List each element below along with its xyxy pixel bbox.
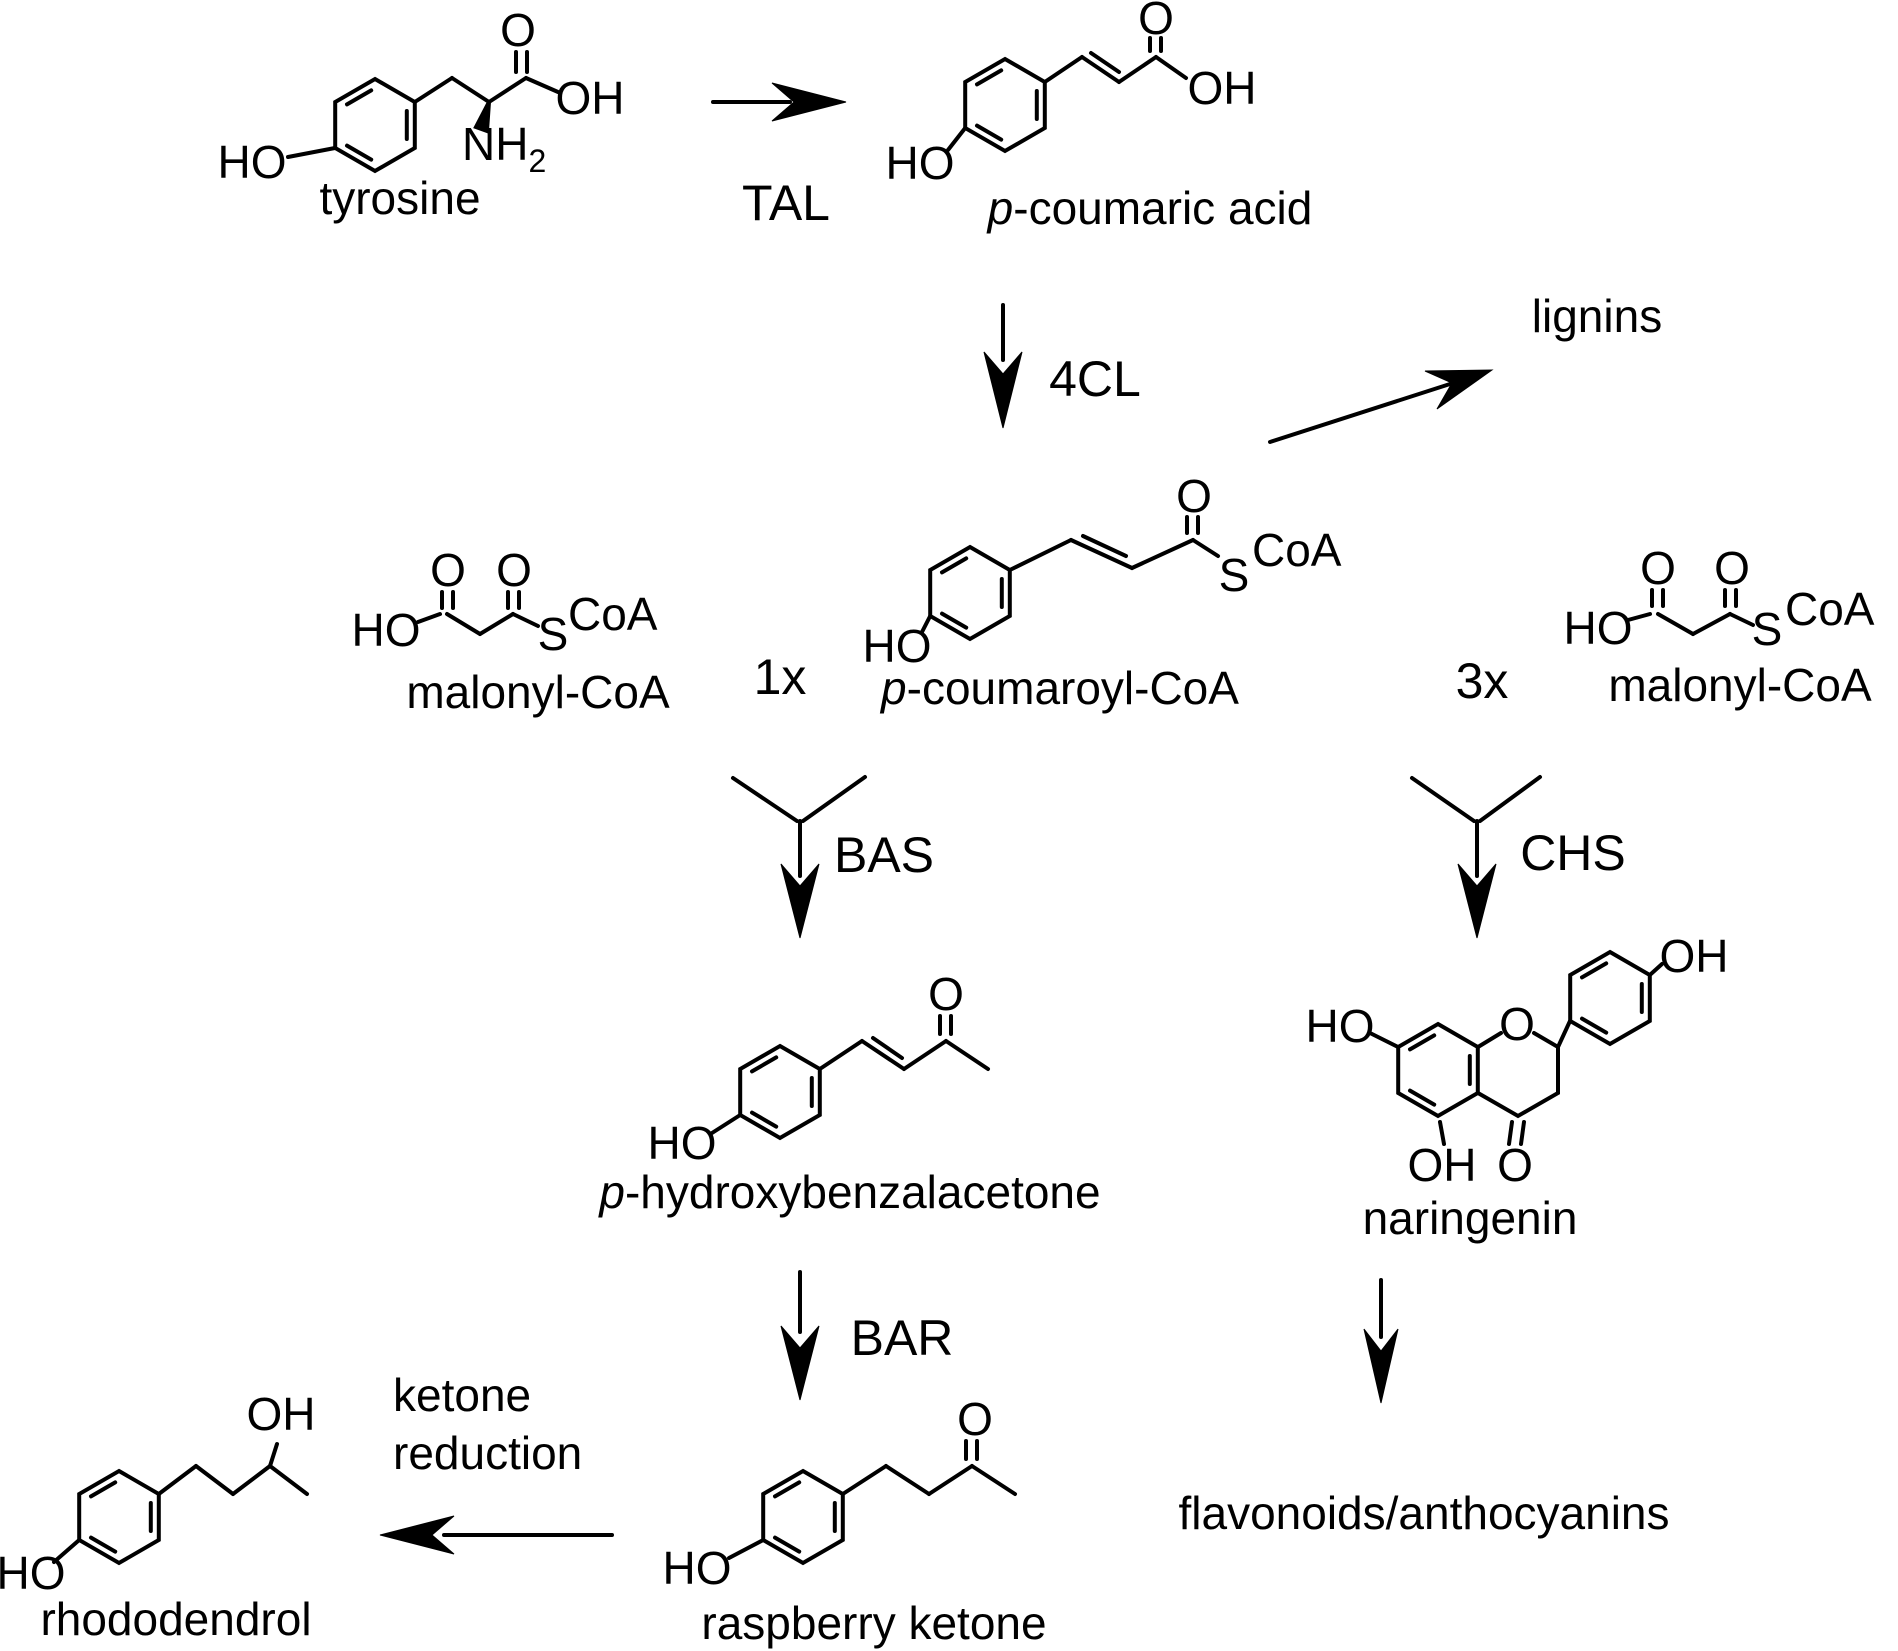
naringenin-structure <box>1368 950 1664 1146</box>
p-coumaroyl-coa-coa-label: CoA <box>1252 524 1342 576</box>
malonyl-coa-right-o2-label: O <box>1714 542 1750 594</box>
malonyl-coa-left-o2-label: O <box>496 544 532 596</box>
p-coumaroyl-coa-s-label: S <box>1219 549 1250 601</box>
naringenin-ring-o-label: O <box>1499 998 1535 1050</box>
rhododendrol-ho-label: HO <box>0 1547 66 1599</box>
raspberry-ketone-o-label: O <box>957 1393 993 1445</box>
malonyl-coa-left-o1-label: O <box>430 544 466 596</box>
malonyl-coa-right-structure <box>1626 588 1755 636</box>
p-coumaric-acid-structure <box>946 36 1188 153</box>
p-coumaroyl-coa-name: p-coumaroyl-CoA <box>879 662 1239 714</box>
naringenin-ho-label: HO <box>1306 1000 1375 1052</box>
naringenin-b-ring-oh-label: OH <box>1660 930 1729 982</box>
tyrosine-structure <box>286 50 560 173</box>
tyrosine-carbonyl-o-label: O <box>500 4 536 56</box>
malonyl-coa-left-s-label: S <box>538 608 569 660</box>
stoichiometry-1x-label: 1x <box>754 649 807 705</box>
atom-labels: HO O OH NH2 HO O OH HO O O S CoA HO O S … <box>0 0 1875 1599</box>
ketone-reduction-label-line2: reduction <box>393 1427 582 1479</box>
malonyl-coa-right-o1-label: O <box>1640 542 1676 594</box>
malonyl-coa-right-ho-label: HO <box>1564 602 1633 654</box>
malonyl-coa-left-coa-label: CoA <box>568 588 658 640</box>
malonyl-coa-right-s-label: S <box>1752 603 1783 655</box>
raspberry-ketone-structure <box>727 1439 1017 1565</box>
stereo-wedge-bond <box>473 101 491 134</box>
bar-enzyme-label: BAR <box>851 1310 954 1366</box>
flavonoids-arrow <box>1363 1278 1399 1404</box>
ketone-reduction-arrow <box>379 1515 614 1555</box>
p-hydroxybenzalacetone-name: p-hydroxybenzalacetone <box>597 1166 1100 1218</box>
p-hydroxybenzalacetone-ho-label: HO <box>648 1117 717 1169</box>
bar-arrow <box>780 1270 820 1401</box>
lignins-arrow <box>1268 369 1494 444</box>
chs-enzyme-label: CHS <box>1520 825 1626 881</box>
p-coumaric-acid-o-label: O <box>1138 0 1174 44</box>
raspberry-ketone-ho-label: HO <box>663 1542 732 1594</box>
stoichiometry-3x-label: 3x <box>1456 653 1509 709</box>
malonyl-coa-left-structure <box>416 590 540 636</box>
chs-arrow <box>1410 775 1542 939</box>
rhododendrol-structure <box>52 1442 309 1565</box>
p-coumaric-acid-oh-label: OH <box>1188 62 1257 114</box>
bas-arrow <box>731 775 867 939</box>
malonyl-coa-right-name: malonyl-CoA <box>1608 659 1872 711</box>
tyrosine-ho-label: HO <box>218 136 287 188</box>
p-coumaroyl-coa-o-label: O <box>1176 470 1212 522</box>
raspberry-ketone-name: raspberry ketone <box>701 1597 1046 1649</box>
lignins-label: lignins <box>1532 290 1662 342</box>
rhododendrol-oh-label: OH <box>247 1388 316 1440</box>
flavonoids-anthocyanins-label: flavonoids/anthocyanins <box>1179 1487 1670 1539</box>
compound-labels: tyrosine p-coumaric acid malonyl-CoA p-c… <box>40 172 1872 1649</box>
naringenin-c5-oh-label: OH <box>1408 1139 1477 1191</box>
tyrosine-oh-label: OH <box>556 72 625 124</box>
rhododendrol-name: rhododendrol <box>40 1593 311 1645</box>
p-coumaric-acid-ho-label: HO <box>886 137 955 189</box>
annotation-labels: TAL 4CL lignins 1x 3x BAS CHS BAR ketone… <box>393 175 1670 1539</box>
p-coumaroyl-coa-ho-label: HO <box>863 620 932 672</box>
malonyl-coa-left-name: malonyl-CoA <box>406 666 670 718</box>
malonyl-coa-right-coa-label: CoA <box>1785 583 1875 635</box>
p-hydroxybenzalacetone-structure <box>710 1014 990 1140</box>
p-coumaroyl-coa-structure <box>920 515 1220 641</box>
tal-arrow <box>711 82 847 122</box>
ketone-reduction-label-line1: ketone <box>393 1369 531 1421</box>
tyrosine-name: tyrosine <box>319 172 480 224</box>
naringenin-ketone-o-label: O <box>1497 1139 1533 1191</box>
malonyl-coa-left-ho-label: HO <box>352 604 421 656</box>
tal-enzyme-label: TAL <box>742 175 830 231</box>
4cl-enzyme-label: 4CL <box>1049 351 1141 407</box>
p-coumaric-acid-name: p-coumaric acid <box>986 182 1313 234</box>
bas-enzyme-label: BAS <box>834 827 934 883</box>
tyrosine-amine-label: NH2 <box>462 118 546 179</box>
naringenin-name: naringenin <box>1363 1192 1578 1244</box>
4cl-arrow <box>983 303 1023 429</box>
p-hydroxybenzalacetone-o-label: O <box>928 968 964 1020</box>
